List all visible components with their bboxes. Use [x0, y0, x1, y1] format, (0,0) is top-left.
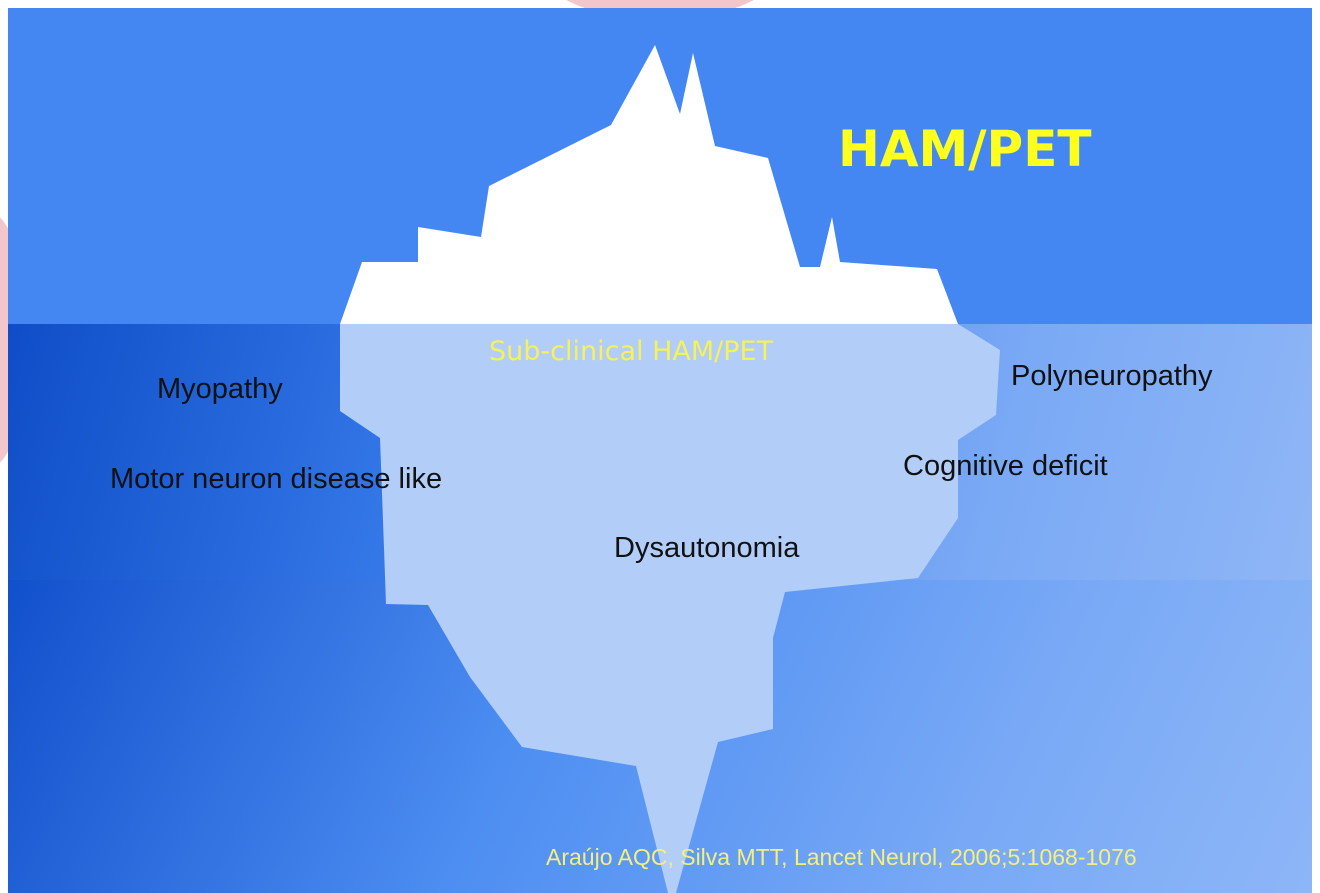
label-polyneuropathy: Polyneuropathy — [1011, 362, 1213, 391]
subclinical-label: Sub-clinical HAM/PET — [489, 338, 773, 365]
iceberg-tip — [340, 45, 958, 324]
label-motor-neuron-disease: Motor neuron disease like — [110, 465, 442, 494]
citation: Araújo AQC, Silva MTT, Lancet Neurol, 20… — [546, 846, 1137, 869]
diagram-title: HAM/PET — [838, 124, 1091, 174]
label-dysautonomia: Dysautonomia — [614, 534, 799, 563]
label-myopathy: Myopathy — [157, 375, 283, 404]
label-cognitive-deficit: Cognitive deficit — [903, 452, 1108, 481]
iceberg-submerged — [340, 324, 1000, 893]
